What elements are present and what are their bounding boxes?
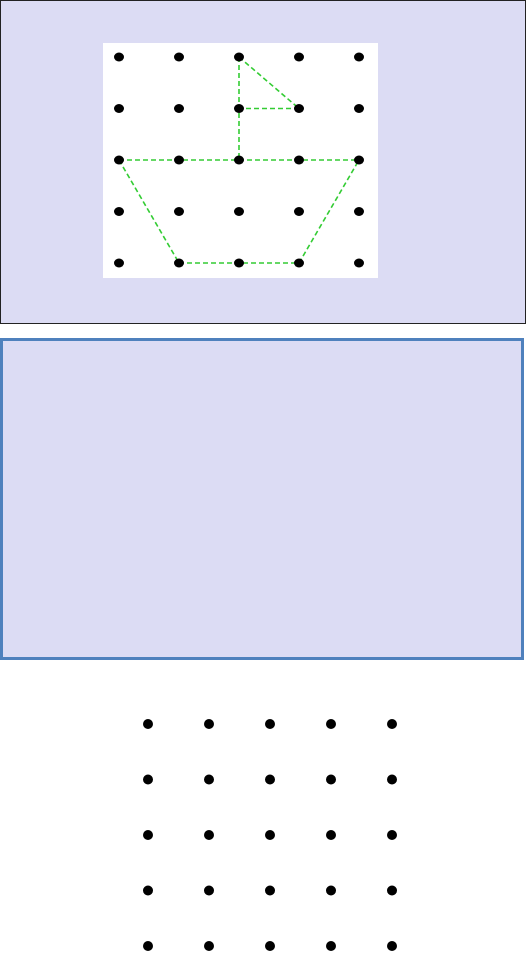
grid-dot — [174, 258, 184, 268]
grid-dot — [354, 207, 364, 216]
grid-dot — [174, 155, 184, 165]
grid-dot — [234, 104, 244, 113]
grid-dot — [354, 155, 364, 165]
example-panel — [0, 0, 526, 324]
grid-dot — [114, 207, 124, 216]
grid-dot[interactable] — [143, 830, 153, 840]
grid-dot — [234, 155, 244, 165]
grid-dot[interactable] — [143, 885, 153, 896]
example-grid-canvas — [114, 52, 364, 268]
grid-dot[interactable] — [326, 941, 336, 951]
grid-dot[interactable] — [387, 774, 397, 785]
grid-dot[interactable] — [326, 885, 336, 896]
grid-dot — [174, 207, 184, 216]
grid-dot[interactable] — [265, 941, 275, 951]
grid-dot — [294, 52, 304, 62]
grid-dot[interactable] — [265, 774, 275, 785]
grid-dot[interactable] — [265, 885, 275, 896]
example-dot-grid — [103, 43, 378, 278]
grid-dot[interactable] — [143, 941, 153, 951]
grid-dot[interactable] — [265, 719, 275, 729]
grid-dot[interactable] — [326, 830, 336, 840]
grid-dot — [174, 104, 184, 113]
grid-dot[interactable] — [204, 885, 214, 896]
grid-dot — [294, 104, 304, 113]
grid-dot — [234, 52, 244, 62]
grid-dot — [294, 207, 304, 216]
grid-dot — [114, 155, 124, 165]
grid-dot[interactable] — [204, 774, 214, 785]
grid-dot[interactable] — [204, 941, 214, 951]
grid-dot[interactable] — [204, 719, 214, 729]
drawing-panel[interactable] — [0, 338, 524, 963]
drawing-grid-canvas[interactable] — [132, 710, 420, 963]
grid-dot — [354, 52, 364, 62]
grid-dot[interactable] — [265, 830, 275, 840]
grid-dot — [114, 258, 124, 268]
grid-dot — [114, 104, 124, 113]
grid-dot[interactable] — [143, 774, 153, 785]
grid-dot[interactable] — [204, 830, 214, 840]
grid-dot[interactable] — [326, 719, 336, 729]
dashed-segment — [238, 56, 300, 110]
grid-dot — [294, 155, 304, 165]
dashed-segment — [118, 159, 180, 264]
grid-dot — [234, 207, 244, 216]
grid-dot — [234, 258, 244, 268]
grid-dot — [114, 52, 124, 62]
grid-dot[interactable] — [326, 774, 336, 785]
grid-dot[interactable] — [387, 885, 397, 896]
empty-dot-grid[interactable] — [132, 710, 420, 963]
grid-dot — [354, 258, 364, 268]
grid-dot[interactable] — [387, 941, 397, 951]
grid-dot[interactable] — [143, 719, 153, 729]
grid-dot — [294, 258, 304, 268]
grid-dot — [174, 52, 184, 62]
dashed-segment — [298, 159, 360, 264]
grid-dot[interactable] — [387, 830, 397, 840]
grid-dot[interactable] — [387, 719, 397, 729]
grid-dot — [354, 104, 364, 113]
